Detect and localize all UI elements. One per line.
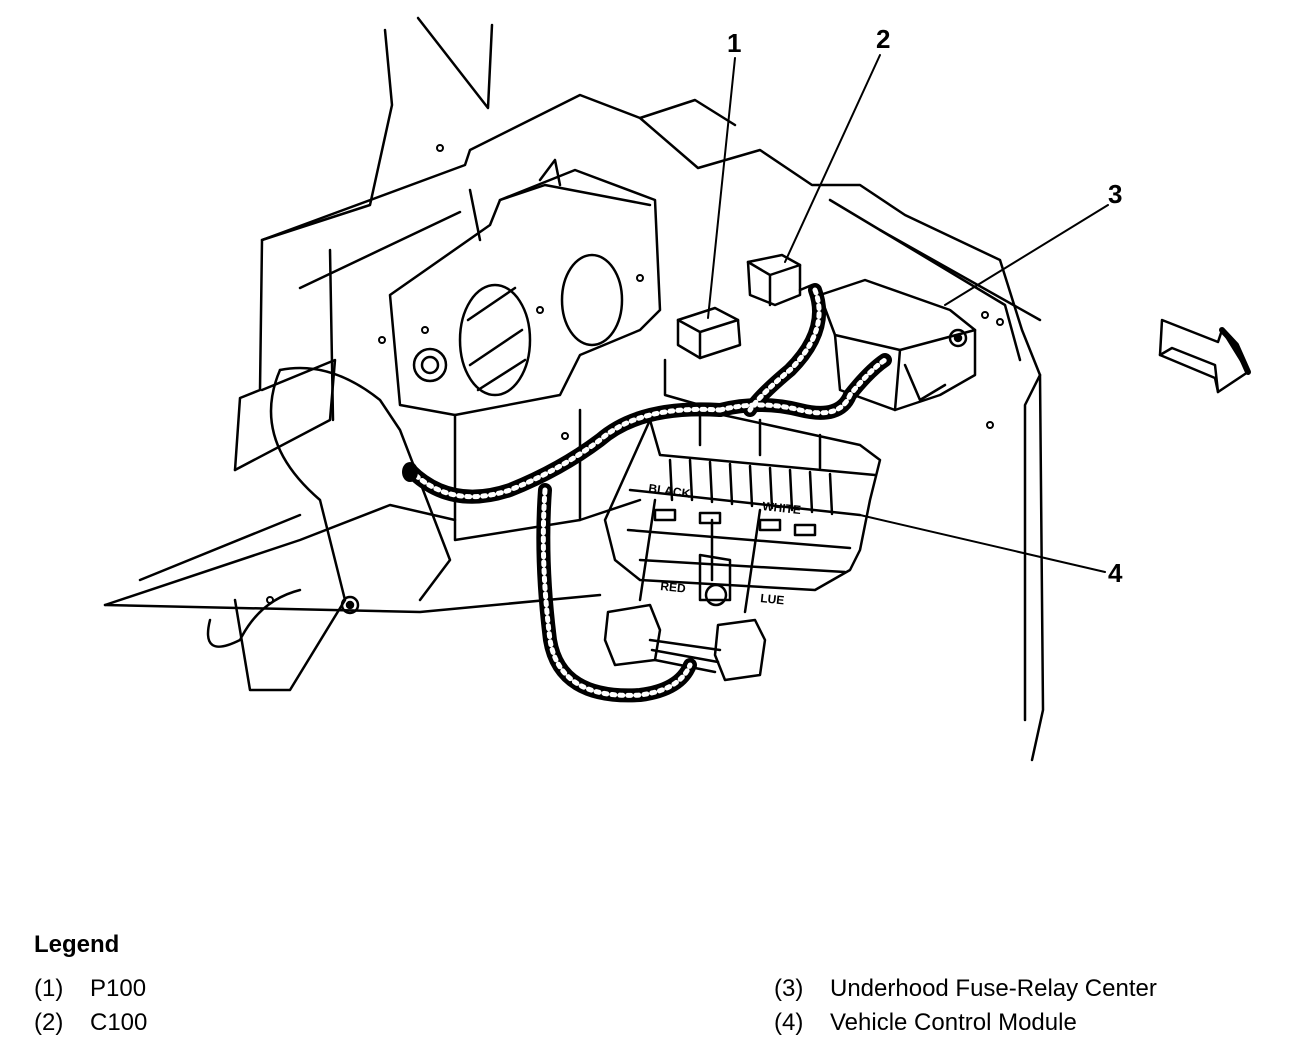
vehicle-control-module (603, 408, 882, 614)
wiring-harness-ribs (407, 287, 888, 698)
legend: Legend (1) P100 (2) C100 (3) Underhood Fuse… (0, 925, 1312, 1050)
callout-4: 4 (1108, 558, 1123, 588)
leader-lines (707, 54, 1109, 573)
legend-title: Legend (34, 931, 120, 958)
legend-item-number: (1) (34, 975, 64, 1002)
legend-item-number: (2) (34, 1009, 64, 1036)
callout-1: 1 (727, 28, 741, 58)
fastener-holes (266, 144, 1004, 604)
p100-connector (663, 306, 742, 407)
legend-item-2: (2) C100 (34, 1009, 147, 1037)
legend-item-label: Vehicle Control Module (830, 1009, 1077, 1036)
label-blue: LUE (760, 591, 785, 607)
legend-item-3: (3) Underhood Fuse-Relay Center (774, 975, 1157, 1003)
support-bracket (388, 158, 662, 542)
callout-2: 2 (876, 24, 890, 54)
legend-item-label: P100 (90, 975, 147, 1002)
label-white: WHITE (762, 499, 802, 517)
component-location-diagram: 1 2 3 4 BLACK WHITE RED LUE (103, 16, 1251, 762)
c100-connector (746, 253, 820, 307)
legend-item-label: C100 (90, 1009, 148, 1036)
vehicle-body-structure (233, 16, 1045, 762)
label-red: RED (660, 579, 687, 596)
fuse-relay-center (818, 278, 977, 412)
legend-item-number: (3) (774, 975, 804, 1002)
legend-item-label: Underhood Fuse-Relay Center (830, 975, 1157, 1002)
legend-item-4: (4) Vehicle Control Module (774, 1009, 1077, 1037)
label-black: BLACK (648, 481, 692, 501)
forward-direction-arrow-icon (1158, 318, 1251, 394)
legend-item-number: (4) (774, 1009, 804, 1036)
legend-item-1: (1) P100 (34, 975, 146, 1003)
callout-3: 3 (1108, 179, 1122, 209)
